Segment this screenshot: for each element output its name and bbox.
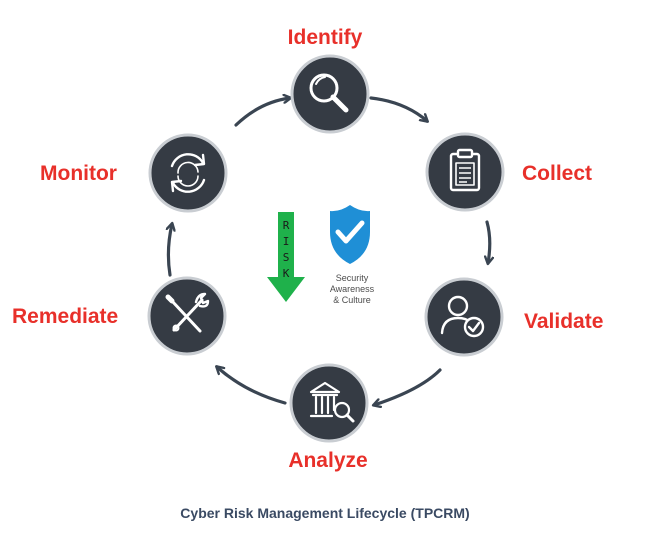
arrow-identify-to-collect	[369, 96, 427, 121]
risk-letter-i: I	[283, 235, 290, 248]
step-label-remediate: Remediate	[12, 305, 118, 328]
refresh-icon	[170, 153, 206, 193]
step-label-validate: Validate	[524, 310, 603, 333]
shield-check-icon	[330, 205, 370, 264]
shield-caption-line-1: Security	[336, 273, 369, 283]
step-label-analyze: Analyze	[288, 449, 367, 472]
node-validate	[424, 277, 504, 357]
risk-letter-k: K	[283, 267, 290, 280]
shield-caption-line-3: & Culture	[333, 295, 371, 305]
arrow-analyze-to-remediate	[217, 367, 287, 405]
clipboard-icon	[449, 148, 481, 192]
node-monitor	[148, 133, 228, 213]
wrench-screwdriver-icon	[165, 292, 210, 333]
magnifier-icon	[309, 73, 349, 113]
arrow-collect-to-validate	[487, 220, 490, 263]
node-analyze	[289, 363, 369, 443]
bank-magnifier-icon	[309, 381, 355, 423]
risk-letter-r: R	[283, 219, 290, 232]
arrow-monitor-to-identify	[234, 98, 290, 127]
step-label-collect: Collect	[522, 162, 592, 185]
arrow-validate-to-analyze	[374, 368, 442, 405]
step-label-monitor: Monitor	[40, 162, 117, 185]
arrow-remediate-to-monitor	[168, 224, 172, 277]
cycle-arrows	[168, 98, 489, 405]
risk-arrow: R I S K	[267, 212, 305, 302]
node-remediate	[147, 276, 227, 356]
figure-caption: Cyber Risk Management Lifecycle (TPCRM)	[180, 505, 470, 521]
node-collect	[425, 132, 505, 212]
step-label-identify: Identify	[288, 26, 363, 49]
risk-letter-s: S	[283, 251, 290, 264]
node-identify	[290, 54, 370, 134]
shield-caption-line-2: Awareness	[330, 284, 375, 294]
user-check-icon	[440, 295, 485, 338]
